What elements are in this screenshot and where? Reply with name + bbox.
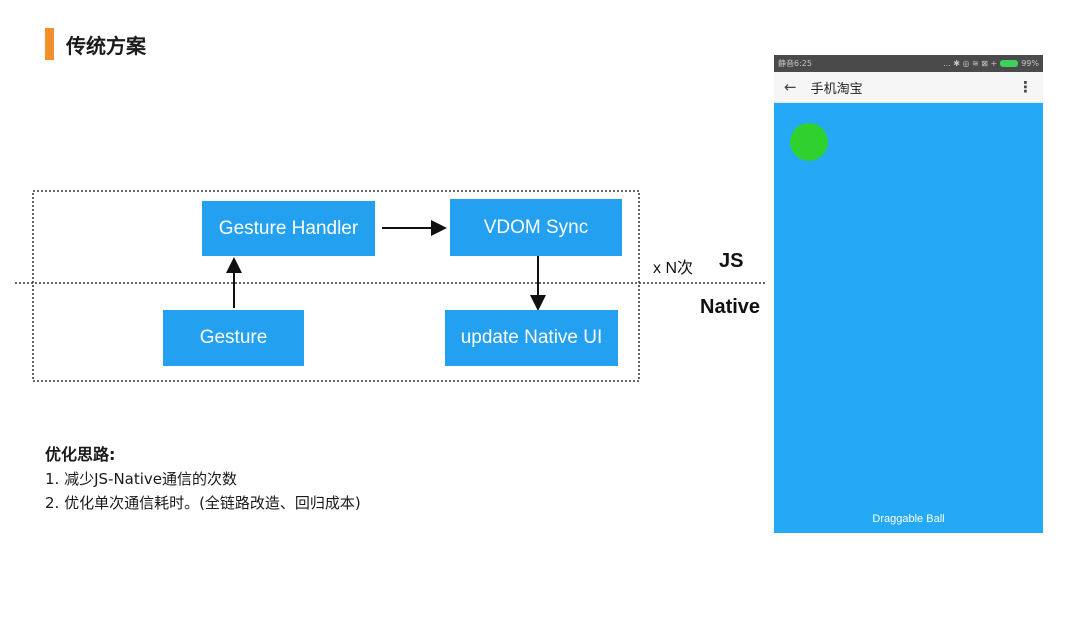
status-icons: ... ✱ ◎ ≋ ⊠ + 99% bbox=[943, 59, 1039, 68]
notes-item: 2. 优化单次通信耗时。(全链路改造、回归成本) bbox=[45, 494, 361, 512]
phone-screenshot: 静音6:25 ... ✱ ◎ ≋ ⊠ + 99% ← 手机淘宝 ⋮ Dragga… bbox=[774, 55, 1043, 533]
native-layer-label: Native bbox=[700, 296, 761, 318]
gesture-handler-box: Gesture Handler bbox=[202, 201, 375, 256]
phone-status-bar: 静音6:25 ... ✱ ◎ ≋ ⊠ + 99% bbox=[774, 55, 1043, 72]
js-layer-label: JS bbox=[719, 250, 744, 272]
gesture-box: Gesture bbox=[163, 310, 304, 366]
status-time: 静音6:25 bbox=[778, 59, 812, 68]
title-accent-bar bbox=[45, 28, 54, 60]
screen-caption: Draggable Ball bbox=[872, 513, 945, 525]
phone-nav-bar: ← 手机淘宝 ⋮ bbox=[774, 72, 1043, 103]
repeat-count-label: x N次 bbox=[653, 260, 694, 277]
back-arrow-icon[interactable]: ← bbox=[784, 78, 797, 96]
battery-icon bbox=[1000, 60, 1019, 67]
diagram-lines bbox=[15, 190, 765, 382]
battery-level: 99% bbox=[1021, 59, 1039, 68]
slide-title: 传统方案 bbox=[66, 34, 146, 58]
nav-title: 手机淘宝 bbox=[810, 81, 863, 97]
draggable-ball[interactable] bbox=[790, 123, 828, 161]
js-native-boundary-box bbox=[32, 190, 640, 382]
optimization-notes: 优化思路: 1. 减少JS-Native通信的次数 2. 优化单次通信耗时。(全… bbox=[45, 443, 361, 515]
update-native-ui-box: update Native UI bbox=[445, 310, 618, 366]
notes-heading: 优化思路: bbox=[45, 445, 116, 464]
vdom-sync-box: VDOM Sync bbox=[450, 199, 622, 256]
status-signal-icons: ... ✱ ◎ ≋ ⊠ + bbox=[943, 59, 998, 68]
more-options-icon[interactable]: ⋮ bbox=[1018, 78, 1033, 96]
architecture-diagram: Gesture Handler VDOM Sync Gesture update… bbox=[0, 0, 770, 420]
notes-item: 1. 减少JS-Native通信的次数 bbox=[45, 470, 238, 488]
